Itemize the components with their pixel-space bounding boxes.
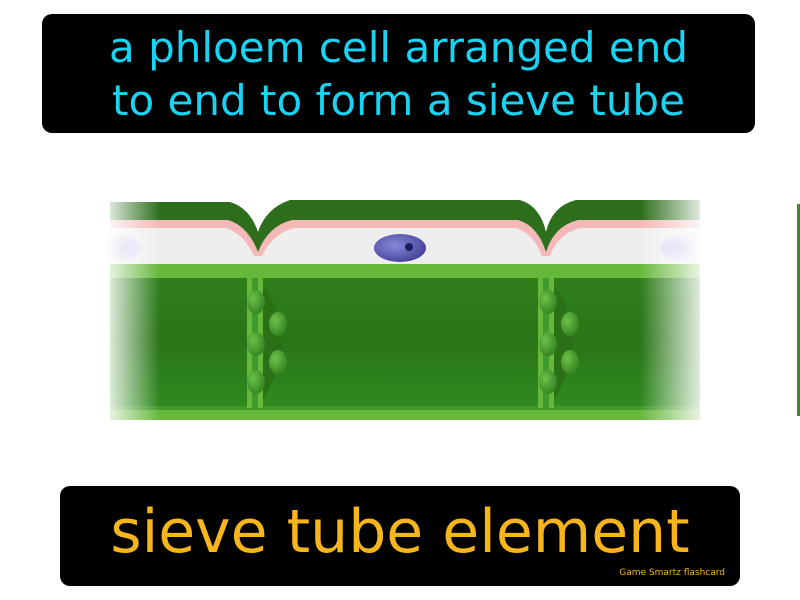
fade-left	[100, 186, 160, 426]
sieve-tube-illustration	[100, 186, 800, 426]
brand-label: Game Smartz flashcard	[619, 568, 725, 578]
plastid-icon	[269, 350, 287, 374]
definition-line-2: to end to form a sieve tube	[112, 75, 685, 125]
definition-box: a phloem cell arranged end to end to for…	[42, 14, 755, 133]
term-box: sieve tube element Game Smartz flashcard	[60, 486, 740, 586]
plastid-icon	[561, 312, 579, 336]
nucleus-icon	[374, 234, 426, 262]
plastid-icon	[539, 370, 557, 394]
plastid-icon	[561, 350, 579, 374]
definition-line-1: a phloem cell arranged end	[109, 22, 688, 72]
nucleolus-icon	[405, 243, 413, 251]
plastid-icon	[269, 312, 287, 336]
sieve-tube-inner-line	[110, 406, 700, 410]
plastid-icon	[539, 290, 557, 314]
plastid-icon	[247, 332, 265, 356]
plastid-icon	[539, 332, 557, 356]
plastid-icon	[247, 290, 265, 314]
plastid-icon	[247, 370, 265, 394]
term-title: sieve tube element	[110, 497, 690, 567]
edge-sliver-right	[797, 204, 800, 416]
fade-right	[640, 186, 710, 426]
sieve-tube-lumen	[110, 278, 700, 406]
